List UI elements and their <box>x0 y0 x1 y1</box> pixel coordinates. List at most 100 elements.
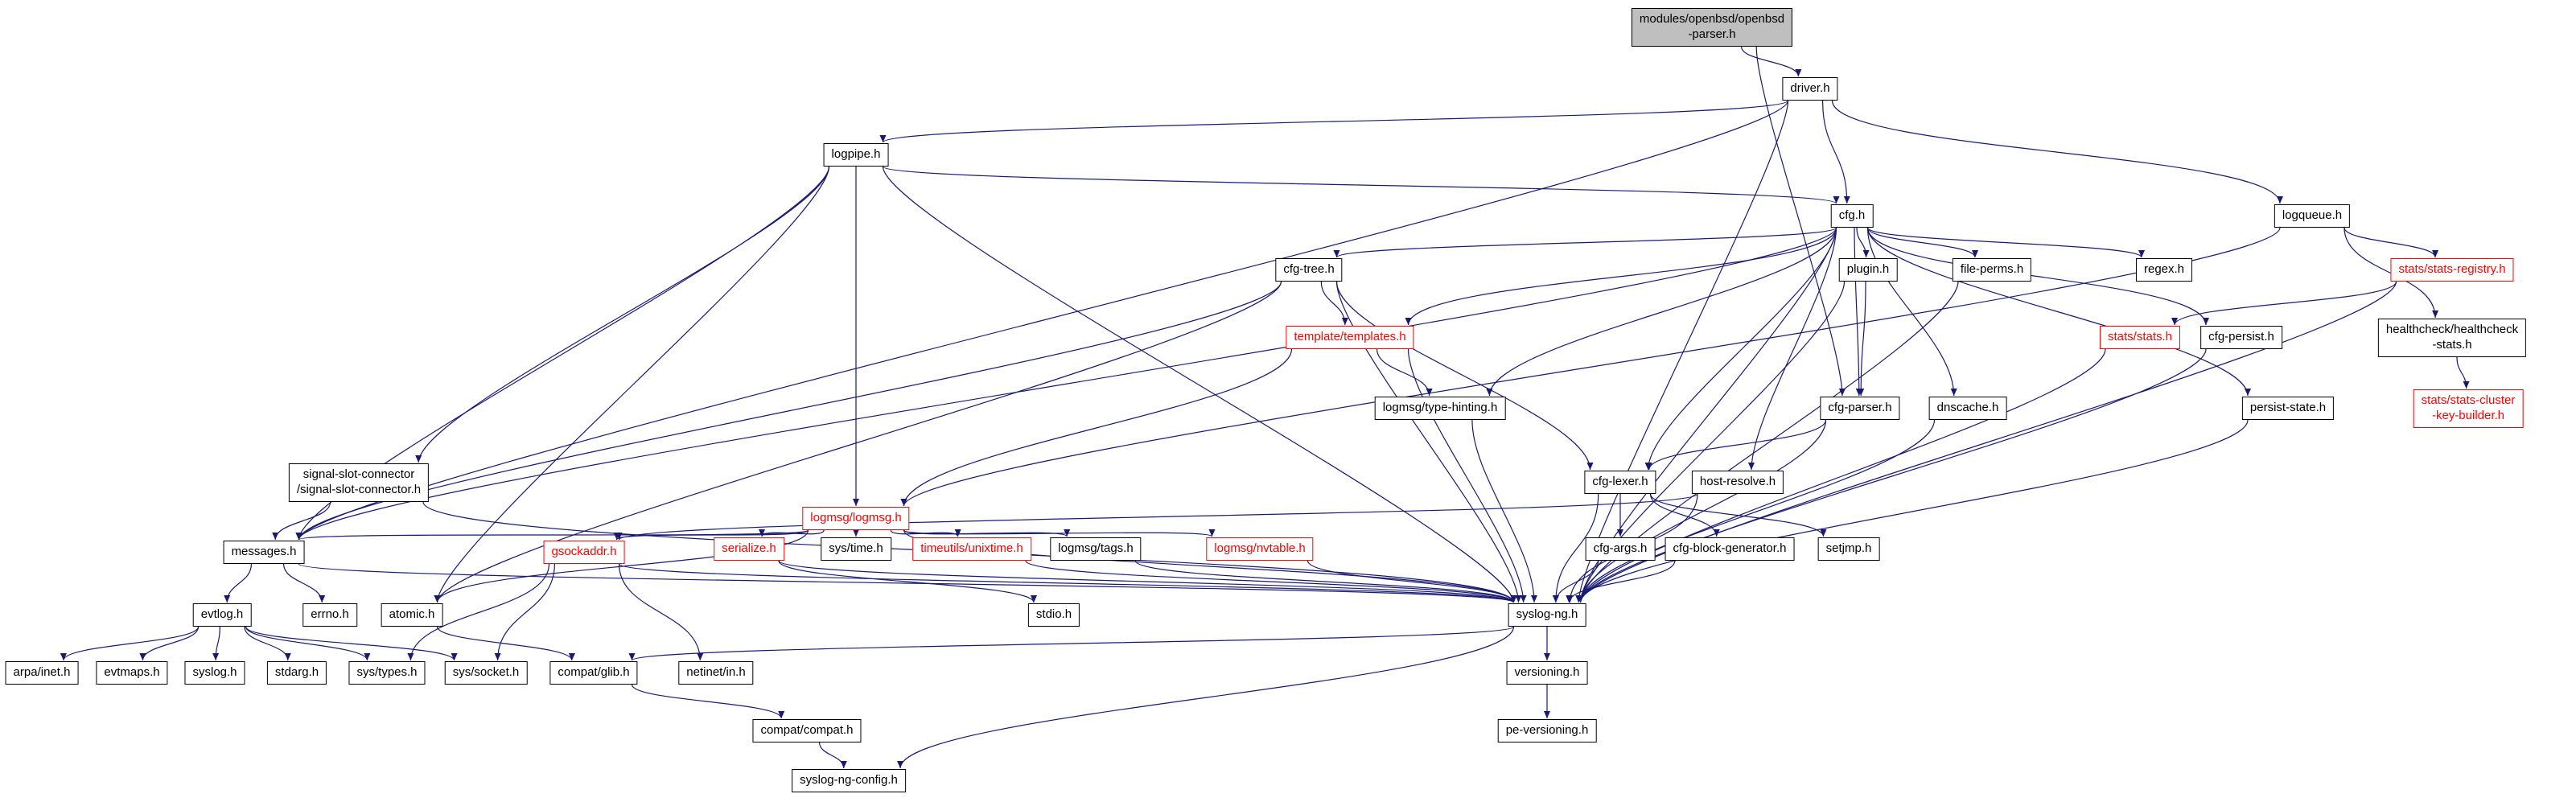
node-label: stats/stats-cluster -key-builder.h <box>2421 393 2516 422</box>
node-netinet_in[interactable]: netinet/in.h <box>678 661 754 685</box>
node-label: syslog-ng-config.h <box>800 773 898 787</box>
node-sys_types[interactable]: sys/types.h <box>348 661 426 685</box>
node-label: logpipe.h <box>831 147 881 161</box>
node-label: pe-versioning.h <box>1505 723 1589 737</box>
node-errno[interactable]: errno.h <box>302 603 357 627</box>
node-syslog_ng_config[interactable]: syslog-ng-config.h <box>792 769 906 792</box>
node-arpa_inet[interactable]: arpa/inet.h <box>5 661 79 685</box>
node-signal_slot[interactable]: signal-slot-connector /signal-slot-conne… <box>288 463 430 502</box>
node-type_hinting[interactable]: logmsg/type-hinting.h <box>1374 397 1506 420</box>
node-label: sys/time.h <box>829 541 883 555</box>
node-compat_compat[interactable]: compat/compat.h <box>752 719 862 742</box>
node-gsockaddr[interactable]: gsockaddr.h <box>543 541 625 564</box>
node-label: regex.h <box>2143 262 2185 276</box>
node-label: atomic.h <box>389 607 435 621</box>
node-setjmp[interactable]: setjmp.h <box>1817 537 1880 561</box>
node-cfg_args[interactable]: cfg-args.h <box>1585 537 1656 561</box>
node-label: setjmp.h <box>1825 541 1872 555</box>
node-label: compat/compat.h <box>760 723 854 737</box>
node-stats[interactable]: stats/stats.h <box>2099 326 2181 349</box>
node-label: logmsg/tags.h <box>1058 541 1134 555</box>
node-sys_time[interactable]: sys/time.h <box>821 537 891 561</box>
node-label: evtmaps.h <box>104 665 160 679</box>
node-healthcheck[interactable]: healthcheck/healthcheck -stats.h <box>2377 319 2527 357</box>
node-versioning[interactable]: versioning.h <box>1506 661 1588 685</box>
node-label: cfg-persist.h <box>2208 330 2274 343</box>
node-syslog_h[interactable]: syslog.h <box>184 661 245 685</box>
node-label: stats/stats.h <box>2107 330 2173 343</box>
node-evtmaps[interactable]: evtmaps.h <box>96 661 168 685</box>
node-openbsd_parser: modules/openbsd/openbsd -parser.h <box>1631 8 1793 47</box>
node-logqueue[interactable]: logqueue.h <box>2274 204 2351 228</box>
node-stdarg[interactable]: stdarg.h <box>266 661 327 685</box>
node-label: messages.h <box>231 545 297 558</box>
node-label: cfg-block-generator.h <box>1673 541 1787 555</box>
node-cfg_lexer[interactable]: cfg-lexer.h <box>1584 471 1656 494</box>
node-syslog_ng[interactable]: syslog-ng.h <box>1508 603 1586 627</box>
node-label: template/templates.h <box>1294 330 1406 343</box>
node-unixtime[interactable]: timeutils/unixtime.h <box>912 537 1031 561</box>
node-stats_ckb[interactable]: stats/stats-cluster -key-builder.h <box>2413 389 2524 428</box>
node-serialize[interactable]: serialize.h <box>714 537 784 561</box>
node-atomic[interactable]: atomic.h <box>381 603 443 627</box>
node-label: errno.h <box>311 607 349 621</box>
node-file_perms[interactable]: file-perms.h <box>1952 258 2032 282</box>
node-stats_registry[interactable]: stats/stats-registry.h <box>2390 258 2514 282</box>
node-label: arpa/inet.h <box>13 665 71 679</box>
node-tags[interactable]: logmsg/tags.h <box>1050 537 1142 561</box>
node-pe_versioning[interactable]: pe-versioning.h <box>1497 719 1597 742</box>
node-label: cfg-parser.h <box>1828 401 1892 414</box>
node-label: gsockaddr.h <box>551 545 617 558</box>
node-label: plugin.h <box>1846 262 1890 276</box>
node-label: logmsg/nvtable.h <box>1214 541 1306 555</box>
node-persist_state[interactable]: persist-state.h <box>2241 397 2335 420</box>
node-evtlog[interactable]: evtlog.h <box>192 603 252 627</box>
node-label: logmsg/type-hinting.h <box>1382 401 1498 414</box>
node-cfg_tree[interactable]: cfg-tree.h <box>1275 258 1343 282</box>
node-cfg_block_gen[interactable]: cfg-block-generator.h <box>1665 537 1795 561</box>
node-label: cfg-lexer.h <box>1592 475 1648 488</box>
node-label: logmsg/logmsg.h <box>810 511 902 524</box>
node-label: serialize.h <box>722 541 776 555</box>
node-label: timeutils/unixtime.h <box>920 541 1023 555</box>
node-label: modules/openbsd/openbsd -parser.h <box>1639 12 1785 41</box>
node-label: versioning.h <box>1514 665 1580 679</box>
node-label: cfg-tree.h <box>1283 262 1335 276</box>
node-messages[interactable]: messages.h <box>223 541 305 564</box>
node-regex[interactable]: regex.h <box>2135 258 2193 282</box>
node-label: host-resolve.h <box>1699 475 1776 488</box>
node-dnscache[interactable]: dnscache.h <box>1928 397 2007 420</box>
node-label: syslog.h <box>192 665 237 679</box>
node-label: sys/socket.h <box>452 665 520 679</box>
node-host_resolve[interactable]: host-resolve.h <box>1691 471 1784 494</box>
node-driver[interactable]: driver.h <box>1782 77 1838 101</box>
node-label: stats/stats-registry.h <box>2398 262 2506 276</box>
node-cfg_parser[interactable]: cfg-parser.h <box>1820 397 1900 420</box>
node-cfg[interactable]: cfg.h <box>1830 204 1874 228</box>
node-nvtable[interactable]: logmsg/nvtable.h <box>1206 537 1314 561</box>
node-label: dnscache.h <box>1936 401 1999 414</box>
node-stdio[interactable]: stdio.h <box>1027 603 1080 627</box>
node-cfg_persist[interactable]: cfg-persist.h <box>2200 326 2282 349</box>
node-label: evtlog.h <box>200 607 244 621</box>
node-label: stdio.h <box>1035 607 1072 621</box>
node-label: compat/glib.h <box>558 665 630 679</box>
node-sys_socket[interactable]: sys/socket.h <box>444 661 528 685</box>
node-label: persist-state.h <box>2249 401 2327 414</box>
node-compat_glib[interactable]: compat/glib.h <box>549 661 638 685</box>
node-logmsg[interactable]: logmsg/logmsg.h <box>802 507 910 530</box>
node-templates[interactable]: template/templates.h <box>1286 326 1414 349</box>
node-label: logqueue.h <box>2282 208 2343 222</box>
node-label: file-perms.h <box>1960 262 2024 276</box>
node-label: sys/types.h <box>356 665 418 679</box>
node-plugin[interactable]: plugin.h <box>1838 258 1898 282</box>
node-label: syslog-ng.h <box>1516 607 1578 621</box>
node-label: healthcheck/healthcheck -stats.h <box>2385 323 2519 352</box>
node-logpipe[interactable]: logpipe.h <box>823 143 889 167</box>
node-label: cfg-args.h <box>1593 541 1648 555</box>
node-label: cfg.h <box>1838 208 1866 222</box>
node-label: signal-slot-connector /signal-slot-conne… <box>296 467 422 496</box>
node-label: stdarg.h <box>274 665 319 679</box>
